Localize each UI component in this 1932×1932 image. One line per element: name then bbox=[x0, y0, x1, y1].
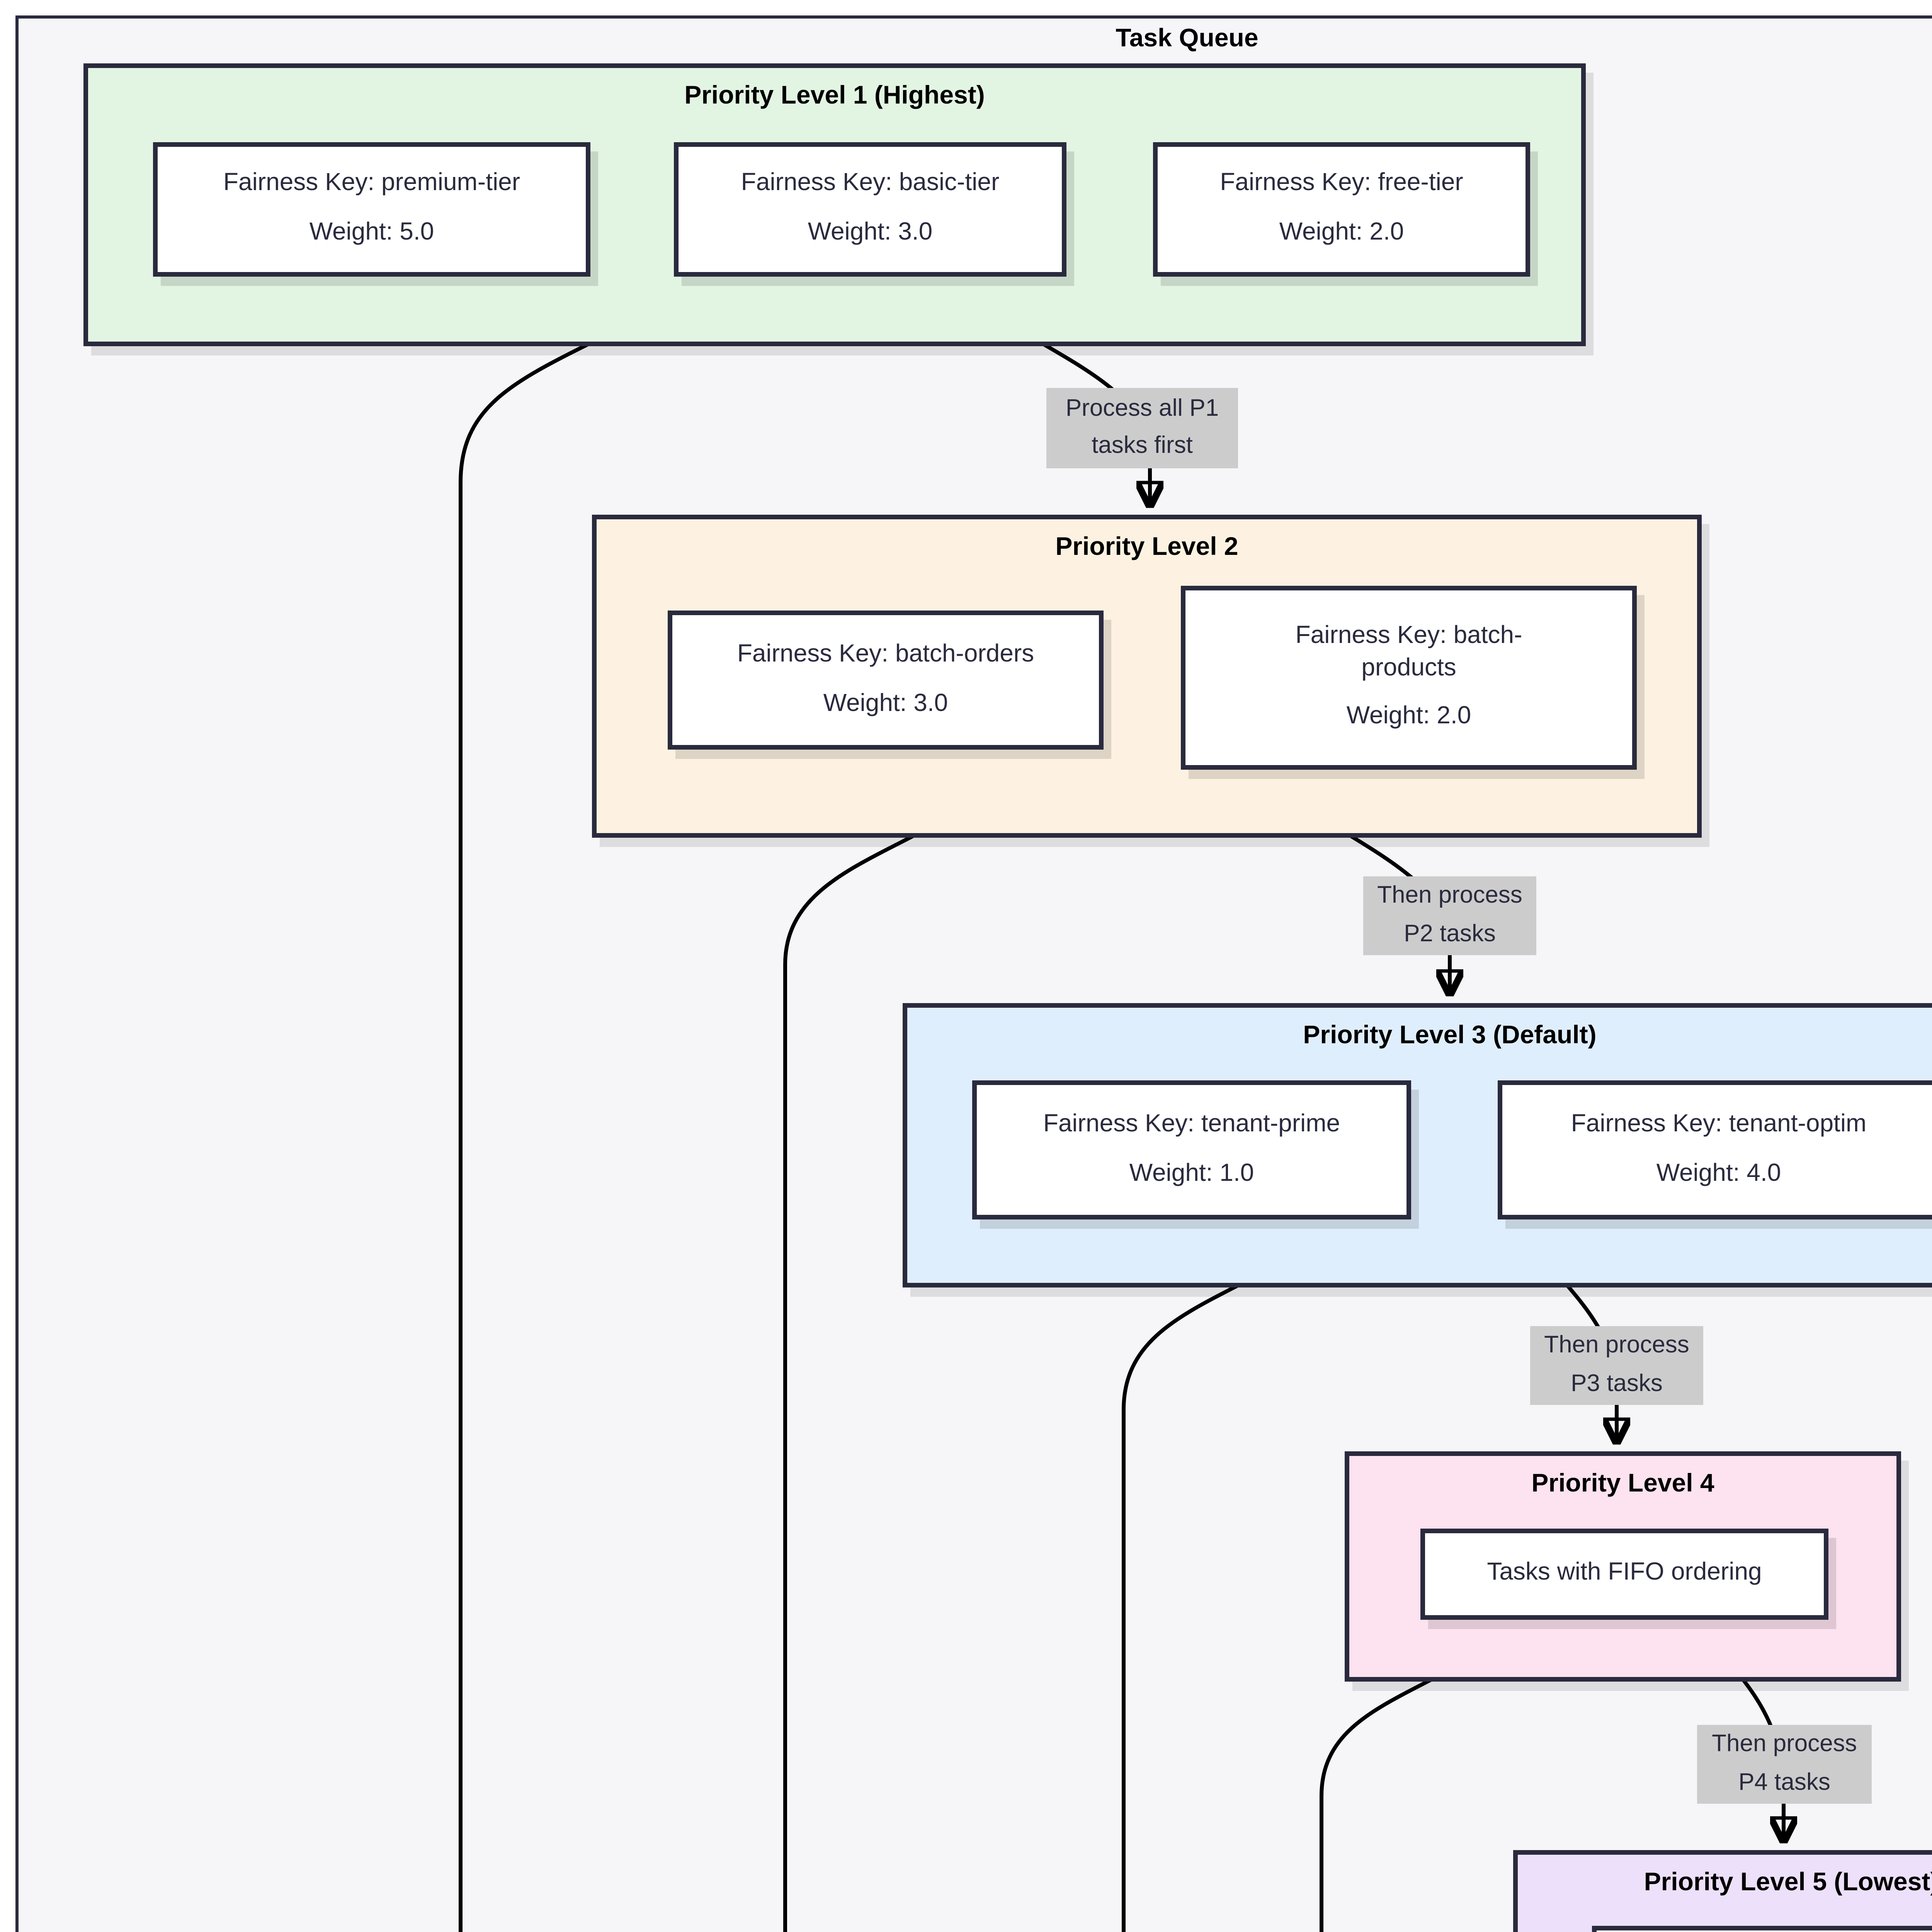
arrow-p4-to-workers bbox=[1320, 1670, 1446, 1932]
node-premium-tier: Fairness Key: premium-tier Weight: 5.0 bbox=[153, 142, 590, 277]
priority-level-2-group: Priority Level 2 Fairness Key: batch-ord… bbox=[592, 515, 1702, 838]
fairness-key-label: Fairness Key: premium-tier bbox=[223, 170, 520, 197]
weight-label: Weight: 1.0 bbox=[1129, 1160, 1254, 1186]
priority-level-1-group: Priority Level 1 (Highest) Fairness Key:… bbox=[83, 63, 1586, 346]
node-batch-products: Fairness Key: batch-products Weight: 2.0 bbox=[1181, 586, 1637, 770]
fifo-label: Tasks with FIFO ordering bbox=[1487, 1560, 1762, 1586]
fairness-key-label: Fairness Key: basic-tier bbox=[741, 170, 1000, 197]
arrow-p1-to-workers bbox=[459, 335, 604, 1932]
node-p5-fifo: Tasks with FIFO ordering bbox=[1592, 1926, 1932, 1932]
arrow-p2-to-workers bbox=[783, 827, 929, 1932]
weight-label: Weight: 3.0 bbox=[823, 690, 948, 716]
priority-level-3-title: Priority Level 3 (Default) bbox=[1303, 1022, 1597, 1049]
fairness-key-label: Fairness Key: tenant-optim bbox=[1571, 1111, 1867, 1137]
priority-level-4-group: Priority Level 4 Tasks with FIFO orderin… bbox=[1345, 1451, 1901, 1682]
priority-level-5-group: Priority Level 5 (Lowest) Tasks with FIF… bbox=[1513, 1850, 1932, 1932]
edge-label-process-p2: Then process P2 tasks bbox=[1363, 876, 1536, 955]
priority-level-5-title: Priority Level 5 (Lowest) bbox=[1644, 1869, 1932, 1896]
weight-label: Weight: 2.0 bbox=[1279, 219, 1404, 246]
weight-label: Weight: 4.0 bbox=[1656, 1160, 1781, 1186]
edge-label-process-p3: Then process P3 tasks bbox=[1530, 1326, 1703, 1405]
weight-label: Weight: 3.0 bbox=[808, 219, 933, 246]
node-batch-orders: Fairness Key: batch-orders Weight: 3.0 bbox=[668, 611, 1104, 750]
priority-level-4-title: Priority Level 4 bbox=[1531, 1470, 1714, 1498]
node-tenant-optim: Fairness Key: tenant-optim Weight: 4.0 bbox=[1498, 1080, 1932, 1219]
edge-label-process-p4: Then process P4 tasks bbox=[1697, 1725, 1872, 1804]
task-queue-title: Task Queue bbox=[1116, 25, 1259, 53]
weight-label: Weight: 5.0 bbox=[309, 219, 434, 246]
node-tenant-prime: Fairness Key: tenant-prime Weight: 1.0 bbox=[972, 1080, 1411, 1219]
edge-label-process-p1: Process all P1 tasks first bbox=[1046, 388, 1238, 468]
fairness-key-label: Fairness Key: free-tier bbox=[1220, 170, 1463, 197]
fairness-key-label: Fairness Key: batch-orders bbox=[737, 641, 1034, 667]
node-free-tier: Fairness Key: free-tier Weight: 2.0 bbox=[1153, 142, 1530, 277]
priority-level-1-title: Priority Level 1 (Highest) bbox=[684, 82, 985, 110]
node-basic-tier: Fairness Key: basic-tier Weight: 3.0 bbox=[674, 142, 1066, 277]
arrow-p3-to-workers bbox=[1122, 1276, 1253, 1932]
node-p4-fifo: Tasks with FIFO ordering bbox=[1420, 1529, 1828, 1620]
priority-level-3-group: Priority Level 3 (Default) Fairness Key:… bbox=[903, 1003, 1932, 1287]
fairness-key-label: Fairness Key: tenant-prime bbox=[1043, 1111, 1340, 1137]
priority-level-2-title: Priority Level 2 bbox=[1055, 533, 1238, 561]
weight-label: Weight: 2.0 bbox=[1346, 704, 1471, 730]
fairness-key-label: Fairness Key: batch-products bbox=[1295, 622, 1522, 681]
